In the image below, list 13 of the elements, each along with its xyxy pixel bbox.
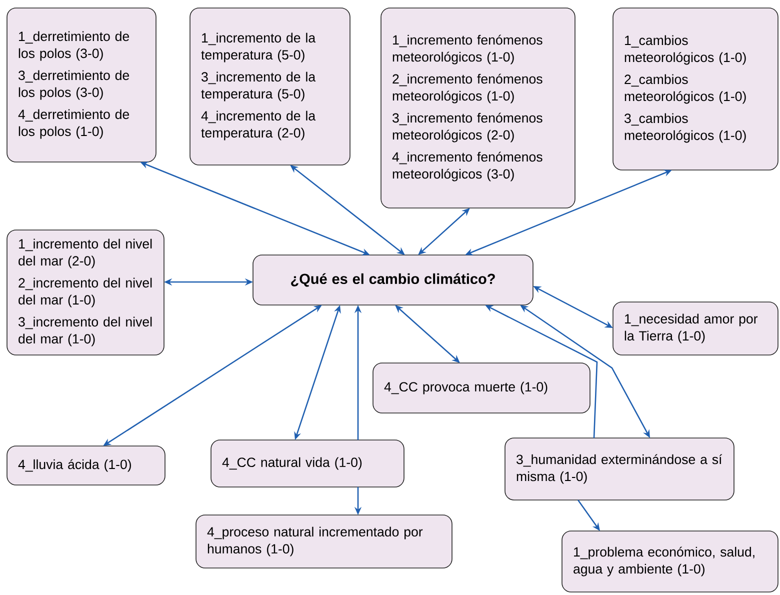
concept-box: 3_humanidad exterminándose a sí misma (1-0) <box>504 438 734 500</box>
concept-box: 1_incremento de la temperatura (5-0) 3_incremento de la temperatura (5-0) 4_incremento de la temperatura (2-0) <box>190 8 350 166</box>
central-concept-box: ¿Qué es el cambio climático? <box>252 254 534 306</box>
concept-box: 1_incremento del nivel del mar (2-0) 2_incremento del nivel del mar (1-0) 3_incremento del nivel del mar (1-0) <box>6 230 164 356</box>
concept-box: 1_problema económico, salud, agua y ambiente (1-0) <box>562 530 778 592</box>
concept-box: 1_necesidad amor por la Tierra (1-0) <box>612 302 778 356</box>
concept-box: 4_lluvia ácida (1-0) <box>6 446 166 486</box>
concept-box: 4_proceso natural incrementado por humanos (1-0) <box>196 514 452 568</box>
concept-box: 1_incremento fenómenos meteorológicos (1-0) 2_incremento fenómenos meteorológicos (1-0) 3_incremento fenómenos meteorológicos (2-0) 4_incremento fenómenos meteorológicos (3-0) <box>380 8 576 208</box>
concept-box: 4_CC natural vida (1-0) <box>210 440 404 488</box>
concept-box: 1_cambios meteorológicos (1-0) 2_cambios meteorológicos (1-0) 3_cambios meteorológicos (1-0) <box>612 8 778 170</box>
concept-box: 1_derretimiento de los polos (3-0) 3_derretimiento de los polos (3-0) 4_derretimiento de los polos (1-0) <box>6 8 156 162</box>
concept-box: 4_CC provoca muerte (1-0) <box>372 362 590 414</box>
